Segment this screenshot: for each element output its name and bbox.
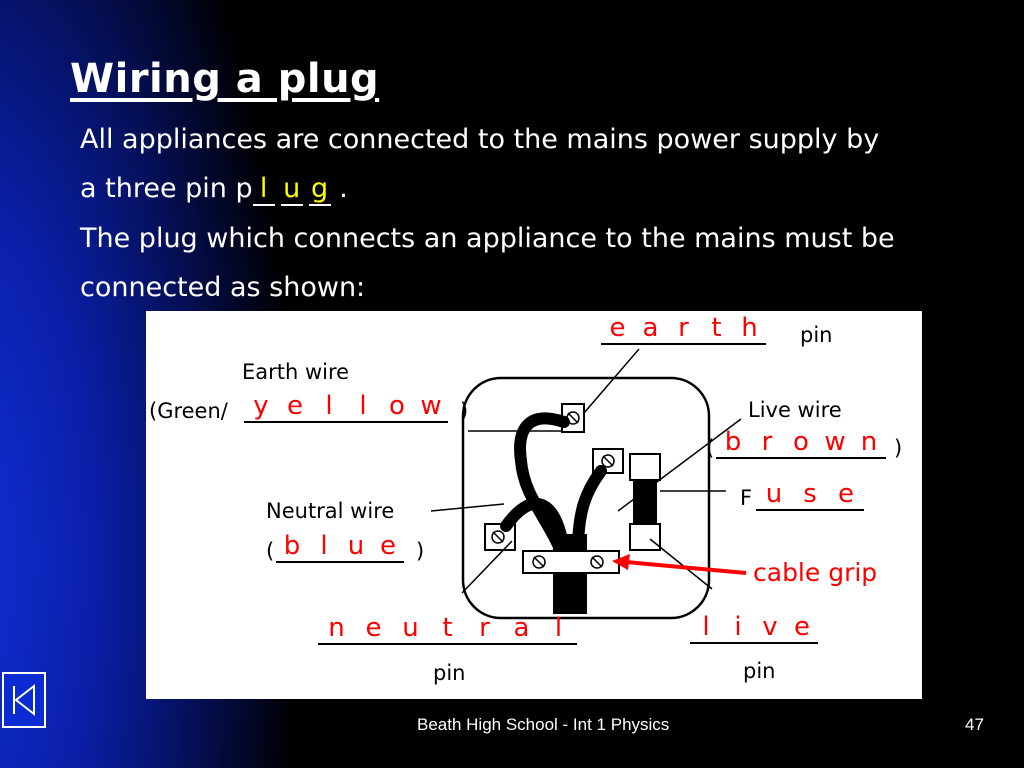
intro-line-2-suffix: . bbox=[330, 173, 348, 204]
intro-line-2-prefix: a three pin p bbox=[80, 173, 253, 204]
plug-blank-3: g bbox=[308, 173, 331, 206]
intro-line-1: All appliances are connected to the main… bbox=[80, 124, 880, 155]
back-to-start-button[interactable] bbox=[2, 672, 46, 728]
page-number: 47 bbox=[965, 715, 984, 734]
plug-blank-2: u bbox=[280, 173, 303, 206]
earth-pin-suffix: pin bbox=[800, 323, 833, 347]
plug-drawing bbox=[430, 348, 747, 620]
live-wire-pointer bbox=[617, 418, 742, 512]
intro-line-4: connected as shown: bbox=[80, 272, 366, 303]
cable-grip-arrow bbox=[625, 560, 747, 575]
fuse-bottom-clip bbox=[629, 523, 661, 551]
live-pin-suffix: pin bbox=[743, 659, 776, 683]
plug-blank-1: l bbox=[252, 173, 275, 206]
neutral-pin-suffix: pin bbox=[433, 661, 466, 685]
neutral-wire-pointer bbox=[430, 503, 505, 512]
footer-school: Beath High School - Int 1 Physics bbox=[417, 715, 670, 734]
earth-wire bbox=[514, 412, 570, 557]
earth-pin-pointer bbox=[583, 348, 640, 414]
fuse-top-clip bbox=[629, 453, 661, 481]
neutral-wire-prefix: ( bbox=[266, 539, 275, 563]
live-wire-suffix: ) bbox=[894, 436, 903, 460]
back-to-start-icon bbox=[13, 683, 35, 717]
slide-title: Wiring a plug bbox=[70, 56, 380, 102]
neutral-wire-suffix: ) bbox=[416, 539, 425, 563]
earth-wire-suffix: ) bbox=[460, 399, 469, 423]
live-wire-label: Live wire bbox=[748, 398, 842, 422]
earth-wire-label: Earth wire bbox=[242, 360, 350, 384]
live-pin-pointer bbox=[649, 538, 713, 590]
intro-line-3: The plug which connects an appliance to … bbox=[80, 223, 895, 254]
fuse-prefix: F bbox=[740, 486, 753, 510]
plug-casing bbox=[461, 376, 711, 620]
neutral-pin-pointer bbox=[461, 540, 513, 594]
cable-grip-label: cable grip bbox=[753, 558, 878, 587]
earth-wire-prefix: (Green/ bbox=[149, 399, 228, 423]
neutral-wire-label: Neutral wire bbox=[266, 499, 395, 523]
live-wire-prefix: ( bbox=[706, 436, 715, 460]
fuse-body bbox=[633, 480, 657, 524]
